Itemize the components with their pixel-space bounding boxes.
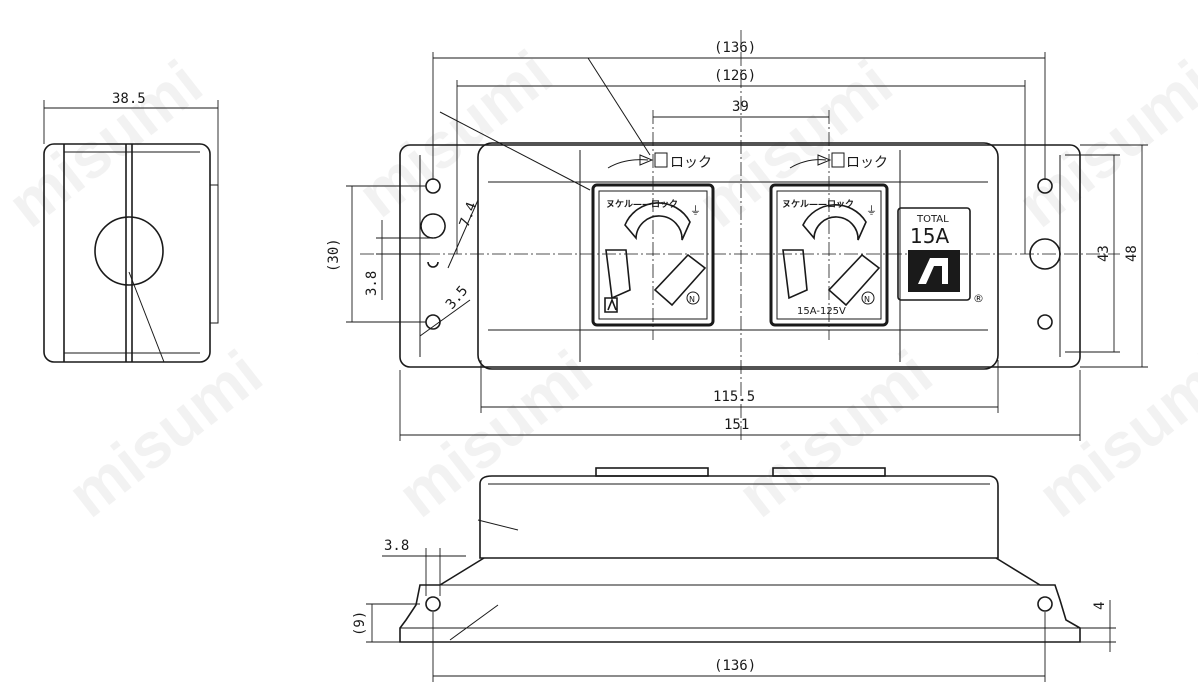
slot-top [624, 202, 691, 241]
arrow-icon [607, 159, 649, 169]
slot-left [605, 249, 631, 300]
cover [477, 142, 999, 370]
dim-h-43: 43 [1096, 245, 1112, 262]
leader-line [439, 111, 591, 191]
leader-line [477, 519, 519, 531]
top-view: ロック ロック ヌケル——ロック ⏚ N ヌケル——ロック ⏚ [360, 30, 1120, 440]
dim-bottom-136: (136) [714, 658, 756, 674]
dim-bottom-4: 4 [1092, 602, 1108, 610]
outlet-top-label: ヌケル——ロック [606, 199, 678, 210]
neutral-mark: N [689, 295, 695, 304]
top-dimensions: (136) (126) 39 (30) 3.8 7.4 3.5 43 48 [326, 40, 1148, 441]
registered-mark: ® [973, 292, 984, 305]
front-dimensions: 3.8 (9) 4 (136) [352, 538, 1116, 682]
leader-line [128, 271, 165, 363]
slot-right [827, 253, 881, 307]
outlet-top-edge [595, 467, 709, 477]
lock-label: ロック [670, 155, 712, 171]
arrow-icon [639, 154, 654, 166]
watermark-text: misumi [384, 336, 605, 531]
mount-hole [425, 596, 441, 612]
leader-line [447, 199, 479, 269]
rating-badge: TOTAL 15A ® [897, 207, 984, 305]
arrow-icon [817, 154, 832, 166]
base-plate [399, 144, 1081, 368]
ground-icon: ⏚ [866, 204, 877, 217]
neutral-icon [861, 291, 875, 305]
base-profile [399, 557, 1081, 643]
lock-box-icon [654, 152, 668, 168]
badge-total-value: 15A [910, 224, 949, 248]
side-plug-hole [94, 216, 164, 286]
brand-logo-icon [604, 297, 618, 313]
front-view [399, 467, 1081, 643]
dim-3-8: 3.8 [364, 271, 380, 296]
watermark-text: misumi [54, 336, 275, 531]
keyhole-slot [420, 213, 446, 268]
side-view: 38.5 [43, 91, 219, 363]
neutral-mark: N [864, 295, 870, 304]
lock-label: ロック [846, 155, 888, 171]
dim-bottom-3-8: 3.8 [384, 538, 409, 554]
dim-7-4: 7.4 [457, 200, 481, 229]
watermark-text: misumi [1004, 46, 1198, 241]
mount-hole [1037, 314, 1053, 330]
dim-h-30: (30) [326, 238, 342, 272]
dim-3-5: 3.5 [443, 283, 472, 313]
brand-logo-glyph [918, 258, 948, 284]
brand-logo-icon [908, 250, 960, 292]
dim-h-48: 48 [1124, 245, 1140, 262]
outlet-top-label: ヌケル——ロック [782, 199, 854, 210]
ground-icon: ⏚ [690, 204, 701, 217]
dim-overall-136: (136) [714, 40, 756, 56]
cover-profile [479, 475, 999, 559]
watermark-text: misumi [1024, 336, 1198, 531]
leader-line [587, 57, 651, 156]
dim-bottom-9: (9) [352, 611, 368, 636]
slot-right [653, 253, 707, 307]
dim-side-width: 38.5 [112, 91, 146, 107]
dim-pitch-39: 39 [732, 99, 749, 115]
dim-w-151: 151 [724, 417, 749, 433]
slot-top [802, 204, 867, 241]
mount-hole [1037, 596, 1053, 612]
leader-line [449, 604, 499, 641]
neutral-icon [686, 291, 700, 305]
dim-inner-126: (126) [714, 68, 756, 84]
side-base-tab [209, 184, 219, 324]
watermark-text: misumi [344, 36, 565, 231]
lock-box-icon [831, 152, 845, 168]
arrow-icon [789, 159, 827, 169]
badge-total-label: TOTAL [916, 214, 949, 225]
leader-line [419, 299, 471, 337]
slot-left [782, 249, 808, 300]
dim-w-115-5: 115.5 [713, 389, 755, 405]
watermark-text: misumi [724, 336, 945, 531]
outlet-rating: 15A-125V [797, 306, 846, 317]
